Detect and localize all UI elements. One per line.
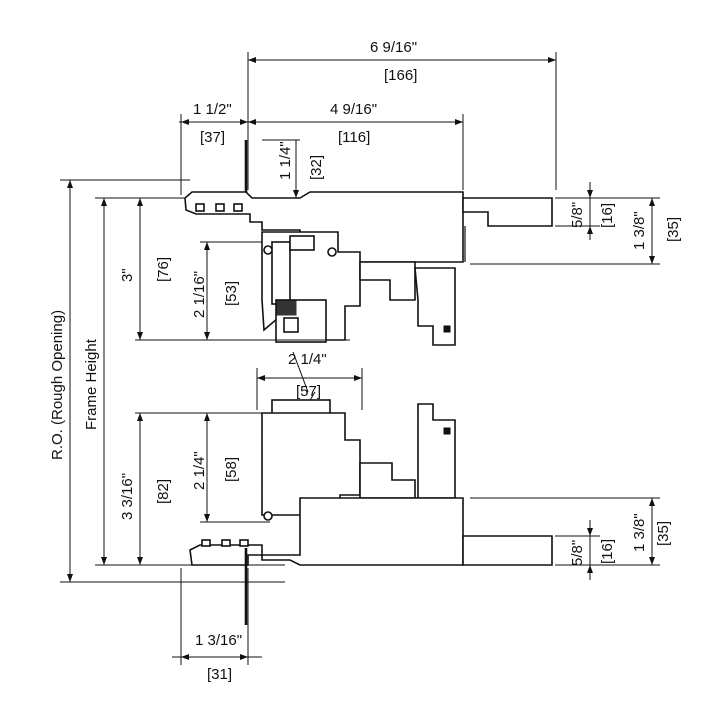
dim-bottom-mm: [31] bbox=[207, 666, 232, 683]
dim-right-top-large-mm: [35] bbox=[665, 217, 682, 242]
dim-top-left-in: 1 1/2" bbox=[193, 101, 232, 118]
dim-top-small-mm: [32] bbox=[308, 155, 325, 180]
dim-head-inner-in: 2 1/16" bbox=[191, 271, 208, 318]
dim-head-height-mm: [76] bbox=[155, 257, 172, 282]
dim-right-top-small-mm: [16] bbox=[599, 203, 616, 228]
dim-top-left-mm: [37] bbox=[200, 129, 225, 146]
dim-right-bottom-large-mm: [35] bbox=[655, 521, 672, 546]
dim-meeting-mm: [57] bbox=[296, 383, 321, 400]
dimension-labels: 6 9/16" [166] 1 1/2" [37] 4 9/16" [116] … bbox=[49, 39, 682, 683]
dim-top-small-in: 1 1/4" bbox=[277, 141, 294, 180]
dim-sill-height-in: 3 3/16" bbox=[119, 473, 136, 520]
dimension-lines bbox=[60, 52, 660, 665]
dim-head-inner-mm: [53] bbox=[223, 281, 240, 306]
dim-right-top-small-in: 5/8" bbox=[569, 202, 586, 228]
head-frame-profile bbox=[184, 140, 553, 346]
dim-sill-inner-in: 2 1/4" bbox=[191, 451, 208, 490]
dim-head-height-in: 3" bbox=[119, 268, 136, 282]
dim-frame-height-label: Frame Height bbox=[83, 338, 100, 430]
dim-top-overall-mm: [166] bbox=[384, 67, 417, 84]
dim-right-top-large-in: 1 3/8" bbox=[631, 211, 648, 250]
sill-frame-profile bbox=[189, 399, 553, 625]
dim-sill-height-mm: [82] bbox=[155, 479, 172, 504]
dim-top-right-in: 4 9/16" bbox=[330, 101, 377, 118]
dim-top-overall-in: 6 9/16" bbox=[370, 39, 417, 56]
dim-right-bottom-small-in: 5/8" bbox=[569, 540, 586, 566]
dim-sill-inner-mm: [58] bbox=[223, 457, 240, 482]
dim-right-bottom-large-in: 1 3/8" bbox=[631, 513, 648, 552]
dim-top-right-mm: [116] bbox=[338, 129, 370, 146]
dim-bottom-in: 1 3/16" bbox=[195, 632, 242, 649]
dim-rough-opening-label: R.O. (Rough Opening) bbox=[49, 310, 66, 460]
dim-meeting-in: 2 1/4" bbox=[288, 351, 327, 368]
dim-right-bottom-small-mm: [16] bbox=[599, 539, 616, 564]
